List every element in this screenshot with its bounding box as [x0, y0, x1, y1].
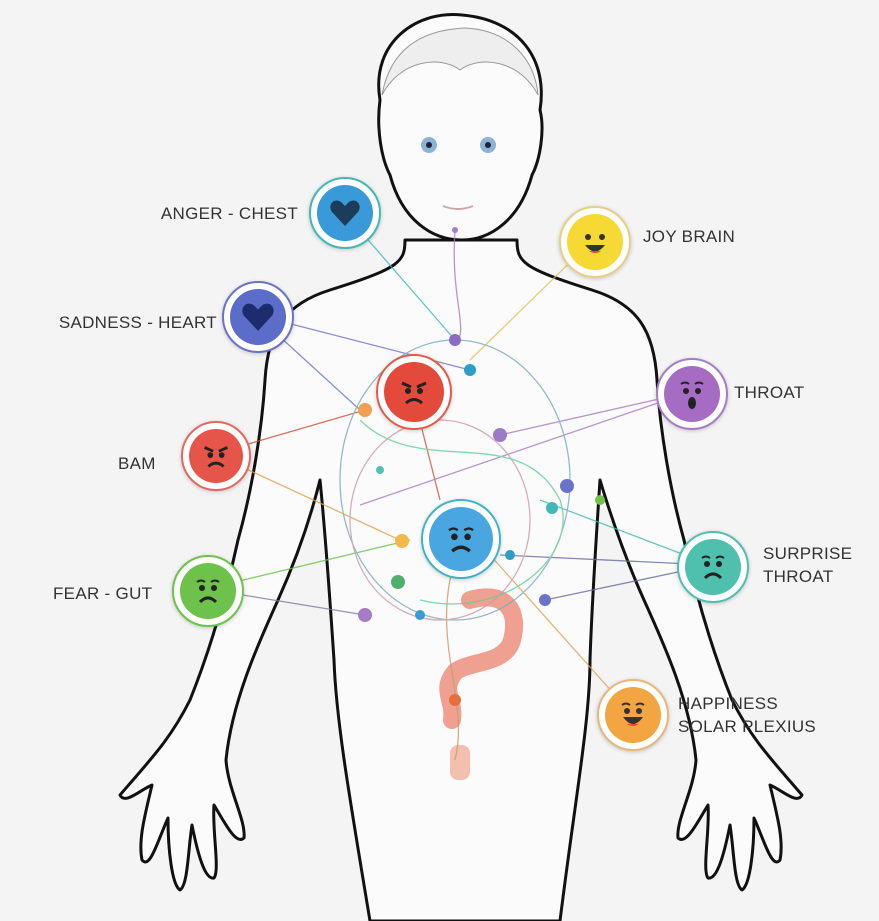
angry-face-icon: [384, 362, 444, 422]
surprise-throat-node[interactable]: [677, 531, 749, 603]
throat-label: THROAT: [734, 383, 805, 402]
nerve-nodes: [358, 227, 605, 706]
happy-face-icon: [605, 687, 661, 743]
anger-chest-label: ANGER - CHEST: [160, 204, 298, 223]
happiness-label-line1: HAPPINESS: [678, 694, 779, 713]
head-outline: [377, 12, 544, 242]
anger-chest-node[interactable]: [309, 177, 381, 249]
sad-face-icon: [429, 507, 493, 571]
happiness-solar-plexus-node[interactable]: [597, 679, 669, 751]
heart-icon: [317, 185, 373, 241]
happy-face-icon: [567, 214, 623, 270]
sadness-heart-label: SADNESS - HEART: [58, 313, 217, 332]
bam-label: BAM: [118, 454, 156, 473]
frown-face-icon: [685, 539, 741, 595]
heart-icon: [230, 289, 286, 345]
happiness-solar-plexus-label: HAPPINESS SOLAR PLEXIUS: [678, 692, 816, 738]
happiness-label-line2: SOLAR PLEXIUS: [678, 717, 817, 736]
body-outline: [118, 238, 804, 921]
frown-face-icon: [180, 563, 236, 619]
throat-node[interactable]: [656, 358, 728, 430]
surprise-throat-label-line2: THROAT: [763, 567, 834, 586]
fear-gut-node[interactable]: [172, 555, 244, 627]
stomach: [439, 588, 524, 780]
angry-face-icon: [189, 429, 243, 483]
surprise-throat-label: SURPRISE THROAT: [763, 542, 852, 588]
sadness-heart-node[interactable]: [222, 281, 294, 353]
center-sad-node[interactable]: [421, 499, 501, 579]
joy-brain-node[interactable]: [559, 206, 631, 278]
surprise-throat-label-line1: SURPRISE: [763, 544, 853, 563]
surprised-face-icon: [664, 366, 720, 422]
center-angry-node[interactable]: [376, 354, 452, 430]
bam-node[interactable]: [181, 421, 251, 491]
joy-brain-label: JOY BRAIN: [643, 227, 736, 246]
fear-gut-label: FEAR - GUT: [53, 584, 153, 603]
